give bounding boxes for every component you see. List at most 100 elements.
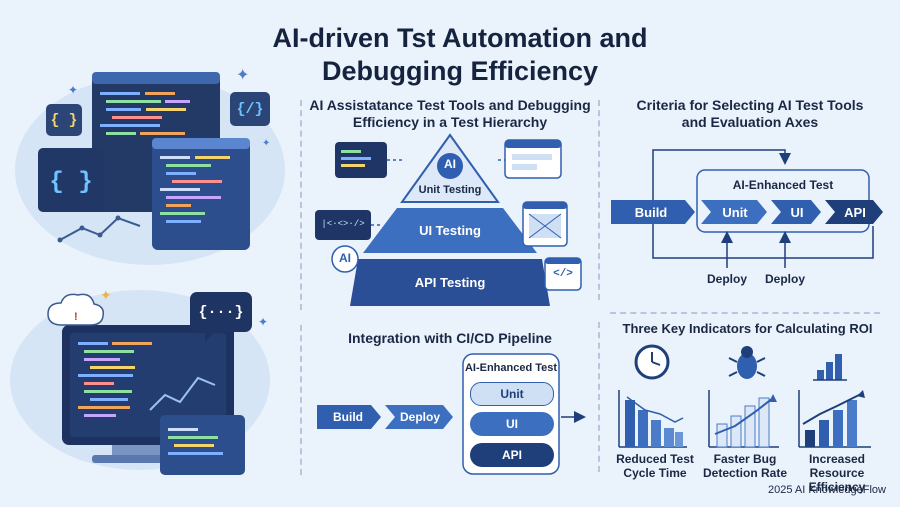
sparkle-3: ✦: [262, 138, 270, 149]
ui-testing-label: UI Testing: [419, 223, 481, 238]
cicd-diagram: Build Deploy AI-Enhanced Test Unit UI AP…: [305, 352, 595, 477]
criteria-title-line-1: Criteria for Selecting AI Test Tools: [636, 97, 864, 113]
pyramid-svg: [315, 133, 582, 306]
criteria-build-chevron: [611, 200, 695, 224]
pyramid-section-title: AI Assistatance Test Tools and Debugging…: [305, 97, 595, 131]
roi-indicator-3: Increased Resource Efficiency: [782, 452, 892, 494]
cicd-build-chevron: [317, 405, 381, 429]
pyramid-title-line-1: AI Assistatance Test Tools and Debugging: [309, 97, 591, 113]
roi1-bar-3: [651, 420, 661, 447]
roi-diagram: [605, 342, 895, 452]
criteria-section-title: Criteria for Selecting AI Test Tools and…: [615, 97, 885, 131]
page-title: AI-driven Tst Automation and Debugging E…: [230, 22, 690, 88]
cicd-api-pill: API: [470, 443, 554, 467]
code-lines-back: [100, 92, 190, 135]
pyramid-level-ui: [363, 208, 537, 253]
roi2-bar-2: [730, 415, 742, 448]
roi-indicator-1-line-1: Reduced Test: [616, 452, 694, 466]
sparkle-1: ✦: [236, 67, 249, 84]
roi2-trend: [714, 397, 774, 435]
sparkle-2: ✦: [68, 83, 78, 97]
cicd-unit-pill: Unit: [470, 382, 554, 406]
roi2-bar-3: [744, 405, 756, 448]
illustration-panel: ✦ ✦ ✦ ! ✦ ✦ { } { } {/} {··: [0, 0, 300, 502]
roi3-trend: [802, 393, 862, 425]
criteria-svg: [611, 149, 883, 268]
criteria-ui-chevron: [771, 200, 821, 224]
cicd-group-label: AI-Enhanced Test: [464, 362, 558, 374]
criteria-diagram: AI-Enhanced Test Build Unit UI API Deplo…: [605, 140, 895, 300]
code-lines-monitor: [78, 342, 152, 417]
code-window-front: [152, 138, 250, 250]
roi3-icon-bar-2: [826, 362, 833, 380]
code-icon-left-label: |<·<>·/>: [321, 219, 365, 229]
roi3-icon-bar-3: [835, 354, 842, 380]
roi1-bar-1: [625, 400, 635, 447]
roi3-bar-3: [833, 410, 843, 447]
bug-icon: [737, 353, 757, 379]
cloud-icon: [47, 293, 105, 326]
criteria-deploy-1: Deploy: [706, 272, 747, 286]
brace-window: [38, 148, 104, 212]
roi2-bar-1: [716, 423, 728, 448]
title-line-1: AI-driven Tst Automation and: [272, 23, 648, 53]
cicd-deploy-chevron: [385, 405, 453, 429]
roi1-bar-4: [664, 428, 674, 447]
pyramid-diagram: AI AI Unit Testing UI Testing API Testin…: [305, 130, 595, 310]
title-line-2: Debugging Efficiency: [321, 56, 599, 86]
footer-credit: 2025 AI KnowledgeFlow: [767, 484, 886, 496]
divider-middle-bottom: [598, 322, 600, 472]
loop-bottom-line: [652, 224, 874, 259]
criteria-api-chevron: [825, 200, 883, 224]
criteria-unit-chevron: [701, 200, 767, 224]
roi1-bar-2: [638, 410, 648, 447]
roi1-trend: [626, 396, 684, 423]
ai-badge-top-label: AI: [444, 157, 456, 171]
roi-indicator-2-line-1: Faster Bug: [713, 452, 777, 466]
speech-bubble: [190, 292, 252, 332]
criteria-build-label: Build: [634, 205, 668, 220]
roi2-bar-4: [758, 397, 770, 448]
bubble-code-icon: {···}: [198, 303, 244, 321]
ai-badge-side: [331, 245, 359, 273]
pyramid-title-line-2: Efficiency in a Test Hierarchy: [352, 114, 548, 130]
criteria-ui-label: UI: [790, 205, 804, 220]
divider-middle-top: [598, 100, 600, 300]
criteria-deploy-2: Deploy: [764, 272, 805, 286]
roi-svg: [618, 344, 871, 448]
roi3-bar-1: [805, 430, 815, 447]
criteria-api-label: API: [844, 205, 866, 220]
roi-indicator-3-line-2: Efficiency: [808, 480, 866, 494]
code-slash-icon: {/}: [236, 100, 264, 118]
pyramid-level-api: [350, 259, 550, 306]
divider-left-bottom: [300, 325, 302, 475]
sparkle-5: ✦: [258, 315, 268, 329]
cicd-deploy-label: Deploy: [399, 410, 440, 424]
code-lines-front: [160, 156, 230, 223]
roi-indicator-2-line-2: Detection Rate: [702, 466, 788, 480]
ai-badge-side-label: AI: [339, 251, 351, 265]
left-code-box: [315, 210, 371, 240]
roi-indicator-3-line-1: Increased Resource: [808, 452, 866, 480]
slash-tile: [230, 92, 270, 126]
divider-left-top: [300, 100, 302, 310]
loop-top-arrow: [652, 149, 791, 212]
alert-mark: !: [74, 311, 78, 323]
divider-right-horizontal: [610, 312, 880, 314]
cicd-build-label: Build: [333, 410, 363, 424]
graph-line-monitor: [149, 376, 216, 411]
brace-icon-large: { }: [49, 168, 93, 196]
monitor-stand: [112, 445, 182, 455]
ai-badge-top: [437, 153, 463, 179]
criteria-title-line-2: and Evaluation Axes: [681, 114, 819, 130]
illustration-svg: ✦ ✦ ✦ ! ✦ ✦: [10, 67, 285, 475]
roi-indicator-1-line-2: Cycle Time: [623, 466, 687, 480]
unit-testing-label: Unit Testing: [418, 184, 482, 196]
cicd-section-title: Integration with CI/CD Pipeline: [348, 330, 552, 346]
cicd-ui-pill: UI: [470, 412, 554, 436]
roi1-bar-5: [675, 432, 683, 447]
api-testing-label: API Testing: [414, 275, 486, 290]
criteria-group-label: AI-Enhanced Test: [732, 178, 834, 192]
criteria-unit-label: Unit: [722, 205, 748, 220]
roi-indicator-1: Reduced Test Cycle Time: [605, 452, 705, 480]
